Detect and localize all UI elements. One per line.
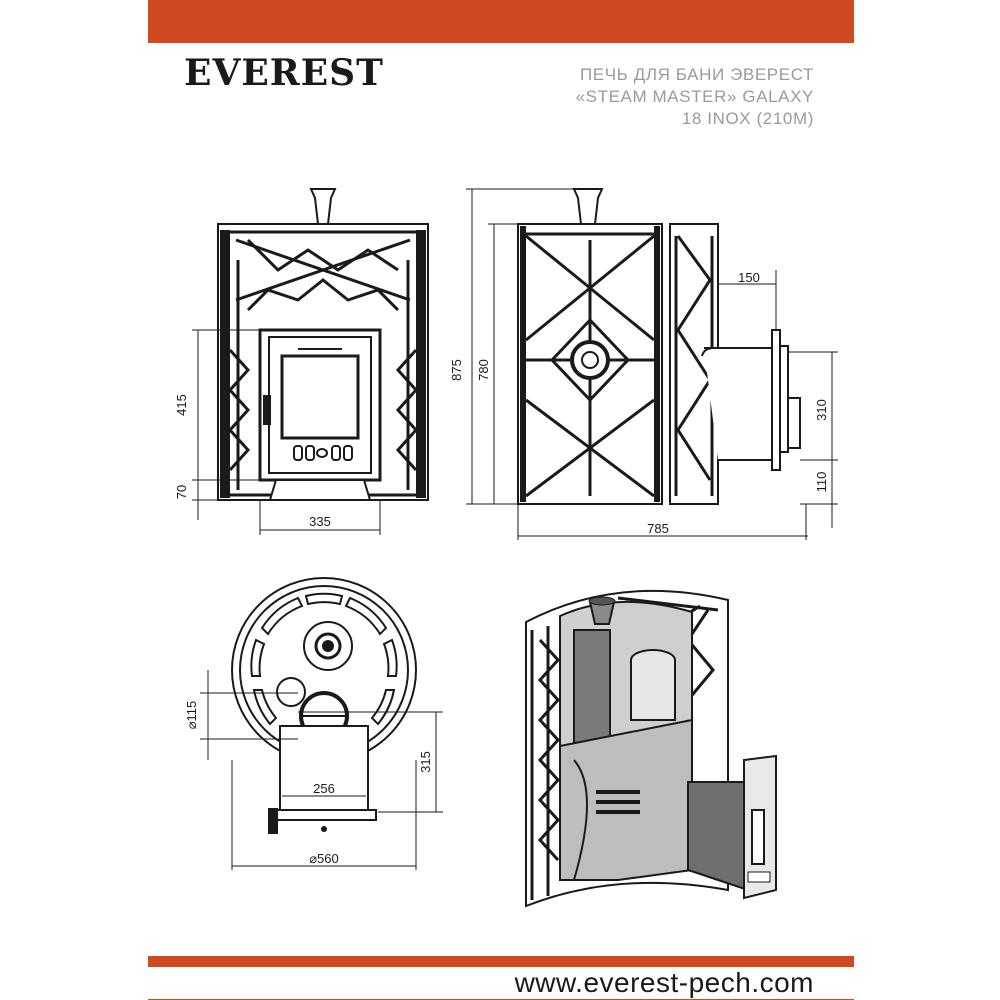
dim-front-width: 335 [309,514,331,529]
dim-top-depth: 315 [418,751,433,773]
dim-top-width: 256 [313,781,335,796]
top-band [148,0,854,43]
product-title: ПЕЧЬ ДЛЯ БАНИ ЭВЕРЕСТ «STEAM MASTER» GAL… [576,64,814,130]
dim-top-diameter: ⌀560 [309,851,339,866]
dim-side-total-height: 875 [449,359,464,381]
technical-drawing: 415 70 335 [174,188,838,908]
title-line-3: 18 INOX (210M) [681,109,814,128]
url-strip: www.everest-pech.com [148,967,854,999]
top-view: ⌀115 315 256 ⌀560 [184,577,443,870]
logo-text: EVEREST [184,52,384,94]
dim-front-door-height: 415 [174,394,189,416]
dim-top-flue: ⌀115 [184,701,199,730]
website-link[interactable]: www.everest-pech.com [514,967,814,998]
front-view: 415 70 335 [174,188,429,535]
dim-tunnel-offset: 150 [738,270,760,285]
side-view: 875 780 150 310 110 785 [449,188,838,540]
everest-logo: EVEREST [184,52,384,102]
page: EVEREST ПЕЧЬ ДЛЯ БАНИ ЭВЕРЕСТ «STEAM MAS… [148,0,854,1000]
title-line-1: ПЕЧЬ ДЛЯ БАНИ ЭВЕРЕСТ [579,65,814,84]
title-line-2: «STEAM MASTER» GALAXY [575,87,814,106]
dim-side-total-width: 785 [647,521,669,536]
dim-tunnel-height: 310 [814,399,829,421]
dim-tunnel-base: 110 [814,472,829,493]
dim-side-body-height: 780 [476,359,491,381]
cutaway-3d-view [525,589,777,908]
dim-front-base: 70 [174,485,189,499]
